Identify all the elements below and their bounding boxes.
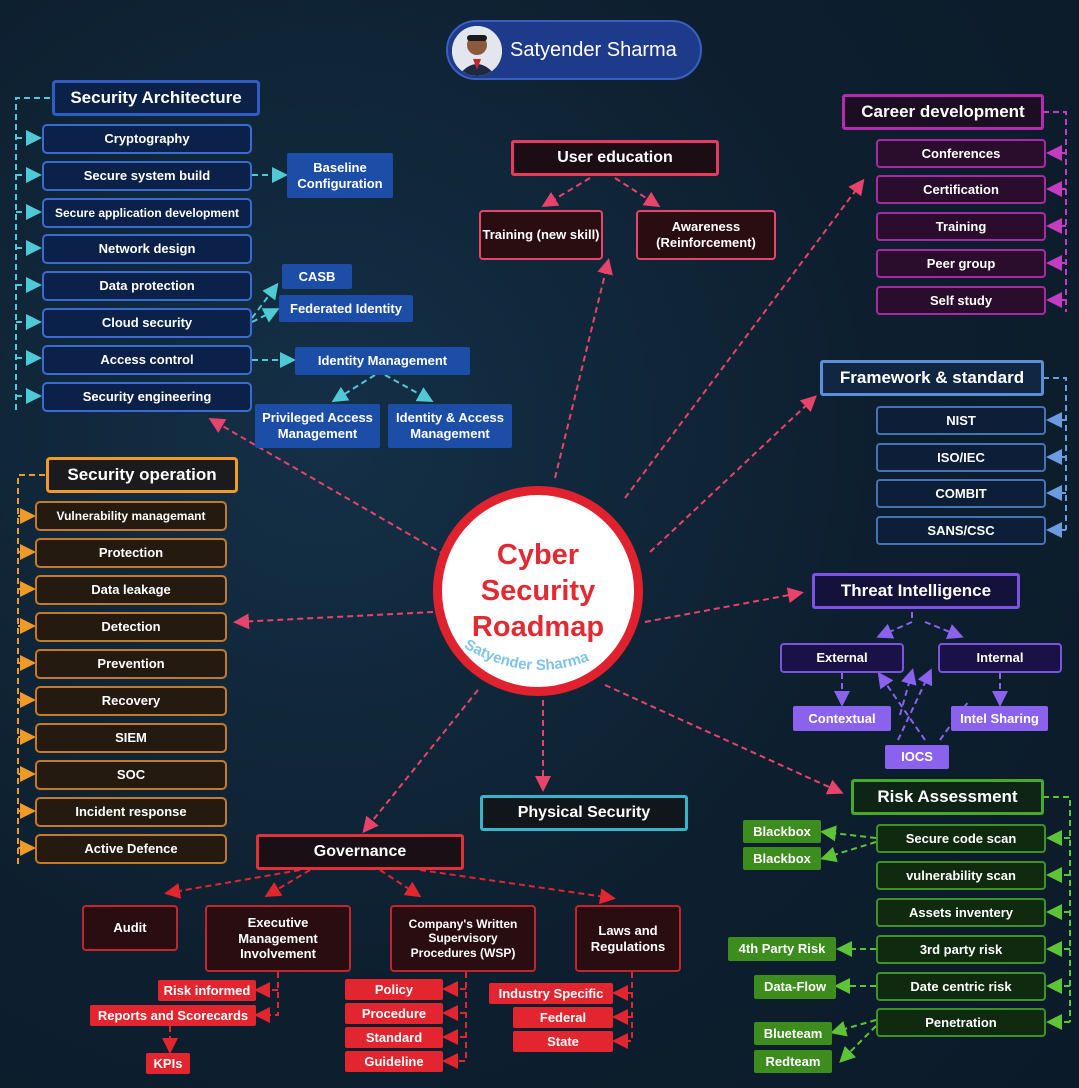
sa-item-cloud-security[interactable]: Cloud security: [42, 308, 252, 338]
gov-audit[interactable]: Audit: [82, 905, 178, 951]
career-item-certification[interactable]: Certification: [876, 175, 1046, 204]
governance-heading[interactable]: Governance: [256, 834, 464, 870]
center-title: Cyber Security Roadmap: [471, 538, 605, 644]
author-badge: Satyender Sharma: [446, 20, 702, 80]
center-circle: Cyber Security Roadmap: [433, 486, 643, 696]
threat-external[interactable]: External: [780, 643, 904, 673]
framework-standard-heading[interactable]: Framework & standard: [820, 360, 1044, 396]
risk-item-secure-code-scan[interactable]: Secure code scan: [876, 824, 1046, 853]
threat-intelligence-heading[interactable]: Threat Intelligence: [812, 573, 1020, 609]
threat-internal[interactable]: Internal: [938, 643, 1062, 673]
gov-laws[interactable]: Laws and Regulations: [575, 905, 681, 972]
career-item-peer-group[interactable]: Peer group: [876, 249, 1046, 278]
risk-item-third-party[interactable]: 3rd party risk: [876, 935, 1046, 964]
gov-executive[interactable]: Executive Management Involvement: [205, 905, 351, 972]
so-item-protection[interactable]: Protection: [35, 538, 227, 568]
sa-item-secure-app-dev[interactable]: Secure application development: [42, 198, 252, 228]
so-item-active-defence[interactable]: Active Defence: [35, 834, 227, 864]
framework-item-iso[interactable]: ISO/IEC: [876, 443, 1046, 472]
user-education-heading[interactable]: User education: [511, 140, 719, 176]
sa-item-data-protection[interactable]: Data protection: [42, 271, 252, 301]
security-architecture-heading[interactable]: Security Architecture: [52, 80, 260, 116]
career-item-training[interactable]: Training: [876, 212, 1046, 241]
so-item-siem[interactable]: SIEM: [35, 723, 227, 753]
casb[interactable]: CASB: [282, 264, 352, 289]
threat-iocs[interactable]: IOCS: [885, 745, 949, 769]
framework-item-nist[interactable]: NIST: [876, 406, 1046, 435]
gov-kpis[interactable]: KPIs: [146, 1053, 190, 1074]
so-item-recovery[interactable]: Recovery: [35, 686, 227, 716]
risk-item-data-centric[interactable]: Date centric risk: [876, 972, 1046, 1001]
risk-redteam[interactable]: Redteam: [754, 1050, 832, 1073]
so-item-incident-response[interactable]: Incident response: [35, 797, 227, 827]
threat-contextual[interactable]: Contextual: [793, 706, 891, 731]
gov-wsp-standard[interactable]: Standard: [345, 1027, 443, 1048]
so-item-vulnerability[interactable]: Vulnerability managemant: [35, 501, 227, 531]
risk-item-vulnerability-scan[interactable]: vulnerability scan: [876, 861, 1046, 890]
ue-training[interactable]: Training (new skill): [479, 210, 603, 260]
sa-item-access-control[interactable]: Access control: [42, 345, 252, 375]
identity-management[interactable]: Identity Management: [295, 347, 470, 375]
security-operation-heading[interactable]: Security operation: [46, 457, 238, 493]
risk-fourth-party[interactable]: 4th Party Risk: [728, 937, 836, 961]
so-item-detection[interactable]: Detection: [35, 612, 227, 642]
sa-item-network-design[interactable]: Network design: [42, 234, 252, 264]
svg-text:Satyender Sharma: Satyender Sharma: [462, 640, 592, 674]
career-development-heading[interactable]: Career development: [842, 94, 1044, 130]
risk-item-assets-inventery[interactable]: Assets inventery: [876, 898, 1046, 927]
risk-item-penetration[interactable]: Penetration: [876, 1008, 1046, 1037]
so-item-data-leakage[interactable]: Data leakage: [35, 575, 227, 605]
risk-blackbox-1[interactable]: Blackbox: [743, 820, 821, 843]
baseline-configuration[interactable]: Baseline Configuration: [287, 153, 393, 198]
ue-awareness[interactable]: Awareness (Reinforcement): [636, 210, 776, 260]
so-item-soc[interactable]: SOC: [35, 760, 227, 790]
gov-laws-federal[interactable]: Federal: [513, 1007, 613, 1028]
author-avatar: [452, 26, 502, 76]
gov-wsp-procedure[interactable]: Procedure: [345, 1003, 443, 1024]
gov-reports[interactable]: Reports and Scorecards: [90, 1005, 256, 1026]
so-item-prevention[interactable]: Prevention: [35, 649, 227, 679]
risk-blackbox-2[interactable]: Blackbox: [743, 847, 821, 870]
gov-wsp-policy[interactable]: Policy: [345, 979, 443, 1000]
gov-laws-industry[interactable]: Industry Specific: [489, 983, 613, 1004]
privileged-access-management[interactable]: Privileged Access Management: [255, 404, 380, 448]
risk-blueteam[interactable]: Blueteam: [754, 1022, 832, 1045]
career-item-conferences[interactable]: Conferences: [876, 139, 1046, 168]
threat-intel-sharing[interactable]: Intel Sharing: [951, 706, 1048, 731]
center-signature: Satyender Sharma: [462, 640, 592, 674]
risk-data-flow[interactable]: Data-Flow: [754, 975, 836, 999]
career-item-self-study[interactable]: Self study: [876, 286, 1046, 315]
identity-access-management[interactable]: Identity & Access Management: [388, 404, 512, 448]
risk-assessment-heading[interactable]: Risk Assessment: [851, 779, 1044, 815]
sa-item-security-engineering[interactable]: Security engineering: [42, 382, 252, 412]
gov-risk-informed[interactable]: Risk informed: [158, 980, 256, 1001]
center-signature-text: Satyender Sharma: [462, 640, 592, 674]
author-name: Satyender Sharma: [510, 39, 677, 61]
gov-wsp-guideline[interactable]: Guideline: [345, 1051, 443, 1072]
gov-laws-state[interactable]: State: [513, 1031, 613, 1052]
gov-wsp[interactable]: Company's Written Supervisory Procedures…: [390, 905, 536, 972]
physical-security-heading[interactable]: Physical Security: [480, 795, 688, 831]
sa-item-cryptography[interactable]: Cryptography: [42, 124, 252, 154]
federated-identity[interactable]: Federated Identity: [279, 295, 413, 322]
framework-item-sans[interactable]: SANS/CSC: [876, 516, 1046, 545]
sa-item-secure-system-build[interactable]: Secure system build: [42, 161, 252, 191]
framework-item-combit[interactable]: COMBIT: [876, 479, 1046, 508]
